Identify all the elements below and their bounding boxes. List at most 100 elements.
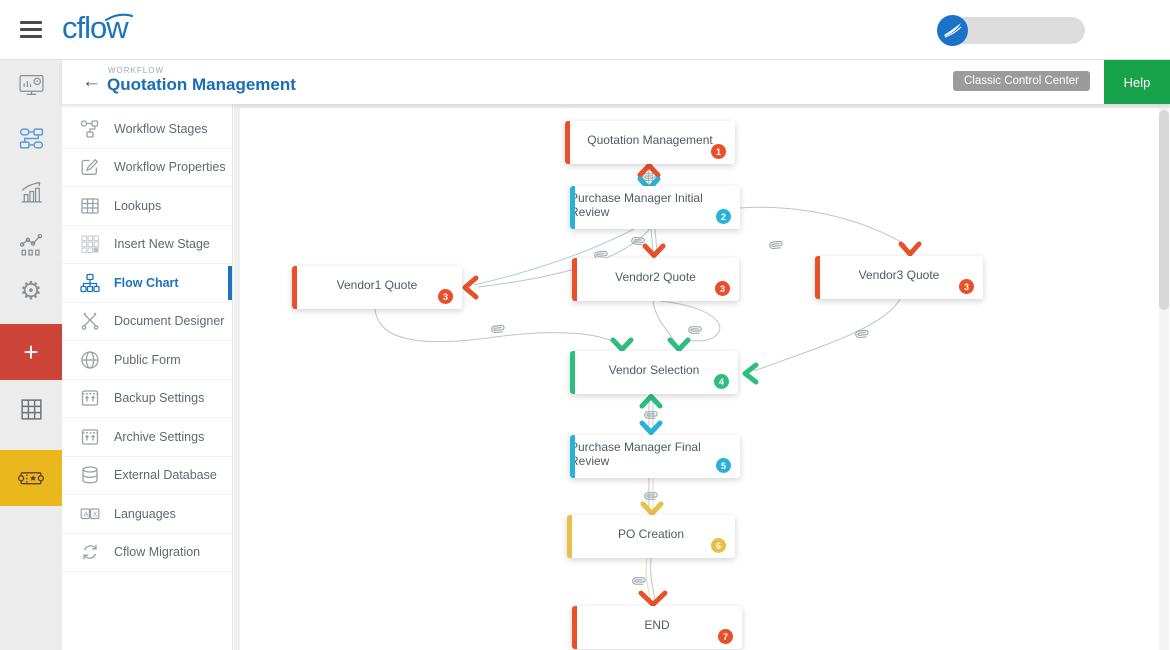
sidebar-item-cflow-migration[interactable]: Cflow Migration bbox=[62, 534, 232, 572]
svg-text:A: A bbox=[83, 509, 88, 518]
cflow-logo[interactable]: cflow bbox=[62, 10, 133, 46]
avatar-swoosh-icon bbox=[944, 23, 962, 38]
flow-node-label: Purchase Manager Final Review bbox=[570, 439, 701, 468]
sidebar-item-archive-settings[interactable]: Archive Settings bbox=[62, 418, 232, 457]
sidebar-item-insert-new-stage[interactable]: Insert New Stage bbox=[62, 226, 232, 264]
user-avatar[interactable] bbox=[937, 15, 968, 46]
link-icon bbox=[853, 325, 871, 342]
sidebar-item-label: Archive Settings bbox=[114, 429, 205, 444]
flowchart-canvas[interactable]: Quotation Management 1 Purchase Manager … bbox=[240, 108, 1170, 650]
flow-node-label: Quotation Management bbox=[587, 132, 713, 147]
top-bar: cflow bbox=[0, 0, 1170, 60]
add-plus-button[interactable]: + bbox=[0, 324, 62, 380]
link-icon bbox=[686, 321, 704, 338]
step-number-badge: 3 bbox=[959, 279, 974, 294]
flow-node-purchase-manager-initial-review[interactable]: Purchase Manager Initial Review 2 bbox=[570, 186, 740, 229]
page-header: ← WORKFLOW Quotation Management Classic … bbox=[62, 60, 1170, 104]
flow-node-label: END bbox=[644, 617, 670, 632]
link-icon bbox=[642, 406, 660, 423]
sidebar-item-label: External Database bbox=[114, 468, 217, 483]
step-number-badge: 7 bbox=[718, 629, 733, 644]
sidebar-item-label: Flow Chart bbox=[114, 275, 179, 290]
flow-node-end[interactable]: END 7 bbox=[572, 606, 742, 649]
flow-node-label: Purchase Manager Initial Review bbox=[570, 190, 703, 219]
logo-swash-icon bbox=[104, 13, 133, 22]
flow-node-po-creation[interactable]: PO Creation 6 bbox=[567, 515, 735, 558]
step-number-badge: 1 bbox=[711, 144, 726, 159]
help-button[interactable]: Help bbox=[1104, 60, 1170, 104]
sidebar-item-external-database[interactable]: External Database bbox=[62, 457, 232, 495]
flow-node-vendor1-quote[interactable]: Vendor1 Quote 3 bbox=[292, 266, 462, 309]
flow-node-label: Vendor1 Quote bbox=[336, 277, 418, 292]
flow-node-vendor3-quote[interactable]: Vendor3 Quote 3 bbox=[815, 256, 983, 299]
hamburger-menu-icon[interactable] bbox=[20, 21, 42, 39]
sidebar-item-backup-settings[interactable]: Backup Settings bbox=[62, 380, 232, 418]
backup-icon bbox=[81, 390, 99, 406]
step-number-badge: 6 bbox=[711, 538, 726, 553]
plus-icon: + bbox=[23, 336, 39, 367]
flow-node-quotation-management[interactable]: Quotation Management 1 bbox=[565, 121, 735, 164]
step-number-badge: 5 bbox=[716, 458, 731, 473]
flow-node-label: Vendor3 Quote bbox=[858, 267, 940, 282]
sidebar-item-label: Workflow Stages bbox=[114, 121, 208, 136]
content-area: Quotation Management 1 Purchase Manager … bbox=[234, 104, 1170, 650]
flow-node-purchase-manager-final-review[interactable]: Purchase Manager Final Review 5 bbox=[570, 435, 740, 478]
canvas-scrollbar-thumb[interactable] bbox=[1159, 110, 1169, 310]
page-title: Quotation Management bbox=[107, 75, 296, 94]
step-number-badge: 3 bbox=[715, 281, 730, 296]
flow-node-vendor-selection[interactable]: Vendor Selection 4 bbox=[570, 351, 738, 394]
flow-node-vendor2-quote[interactable]: Vendor2 Quote 3 bbox=[572, 258, 739, 301]
edit-icon bbox=[81, 159, 99, 176]
sidebar-item-label: Document Designer bbox=[114, 314, 225, 329]
archive-icon bbox=[81, 429, 99, 445]
left-icon-rail: ⚙ + bbox=[0, 60, 62, 650]
dashboard-monitor-icon[interactable] bbox=[18, 72, 45, 99]
canvas-scrollbar-track bbox=[1159, 108, 1169, 650]
sidebar-item-label: Backup Settings bbox=[114, 391, 205, 406]
classic-control-center-button[interactable]: Classic Control Center bbox=[952, 71, 1090, 91]
flow-node-label: PO Creation bbox=[617, 526, 685, 541]
grid-apps-icon[interactable] bbox=[18, 396, 45, 428]
link-icon bbox=[489, 320, 507, 337]
step-number-badge: 4 bbox=[714, 374, 729, 389]
back-arrow-button[interactable]: ← bbox=[82, 71, 101, 92]
sidebar-item-public-form[interactable]: Public Form bbox=[62, 341, 232, 380]
sidebar-item-label: Languages bbox=[114, 506, 176, 521]
flowchart-icon bbox=[80, 273, 100, 292]
link-icon bbox=[630, 572, 648, 589]
sidebar-item-flow-chart[interactable]: Flow Chart bbox=[62, 264, 232, 303]
settings-gear-icon[interactable]: ⚙ bbox=[19, 277, 43, 305]
ticket-icon bbox=[17, 472, 45, 485]
workflow-stages-rail-icon[interactable] bbox=[18, 125, 45, 152]
sidebar-item-label: Workflow Properties bbox=[114, 160, 226, 175]
svg-text:X: X bbox=[93, 509, 98, 518]
sidebar-item-lookups[interactable]: Lookups bbox=[62, 187, 232, 226]
insert-grid-icon bbox=[81, 235, 100, 254]
user-name-pill[interactable] bbox=[952, 17, 1085, 44]
breadcrumb-eyebrow: WORKFLOW bbox=[108, 66, 164, 75]
flow-node-label: Vendor Selection bbox=[608, 362, 700, 377]
flow-node-label: Vendor2 Quote bbox=[615, 269, 696, 284]
sidebar-item-workflow-stages[interactable]: Workflow Stages bbox=[62, 110, 232, 149]
migration-icon bbox=[83, 545, 97, 560]
sidebar-item-document-designer[interactable]: Document Designer bbox=[62, 303, 232, 341]
analytics-chart-icon[interactable] bbox=[18, 178, 45, 205]
globe-icon bbox=[81, 351, 99, 369]
workflow-sidebar: Workflow Stages Workflow Properties Look… bbox=[62, 104, 233, 650]
stages-icon bbox=[80, 120, 99, 138]
statistics-icon[interactable] bbox=[18, 231, 45, 258]
ticket-button[interactable] bbox=[0, 450, 62, 506]
sidebar-item-label: Cflow Migration bbox=[114, 545, 201, 560]
sidebar-item-label: Lookups bbox=[114, 198, 162, 213]
link-icon bbox=[767, 236, 785, 253]
table-icon bbox=[81, 198, 99, 214]
designer-icon bbox=[81, 312, 99, 331]
sidebar-item-label: Public Form bbox=[114, 352, 181, 367]
database-icon bbox=[82, 466, 98, 484]
sidebar-item-workflow-properties[interactable]: Workflow Properties bbox=[62, 149, 232, 187]
step-number-badge: 2 bbox=[716, 209, 731, 224]
link-icon bbox=[642, 487, 660, 504]
step-number-badge: 3 bbox=[438, 289, 453, 304]
